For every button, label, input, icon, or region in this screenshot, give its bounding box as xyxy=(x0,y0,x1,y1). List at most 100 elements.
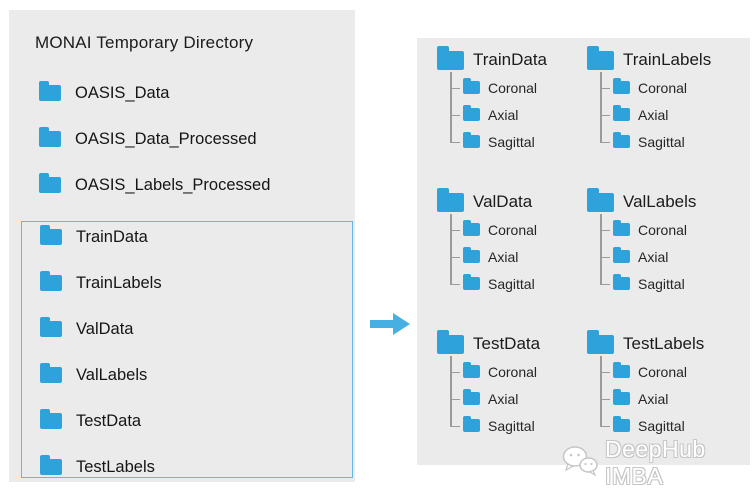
folder-icon xyxy=(40,225,62,245)
tree-child-label: Axial xyxy=(488,390,519,407)
tree-child-row: Coronal xyxy=(600,216,747,243)
temp-directory-panel: MONAI Temporary Directory OASIS_Data OAS… xyxy=(9,10,355,482)
tree-group-vallabels: ValLabels Coronal Axial Sagittal xyxy=(587,187,747,332)
folder-row-oasis-labels-processed: OASIS_Labels_Processed xyxy=(39,173,271,195)
tree-child-label: Sagittal xyxy=(488,275,535,292)
folder-label: TrainLabels xyxy=(76,273,162,292)
tree-group-traindata: TrainData Coronal Axial Sagittal xyxy=(437,45,587,190)
folder-row-vallabels: ValLabels xyxy=(40,363,162,385)
right-arrow-icon xyxy=(370,311,410,337)
folder-label: TestData xyxy=(76,411,142,430)
tree-group-trainlabels: TrainLabels Coronal Axial Sagittal xyxy=(587,45,747,190)
folder-icon xyxy=(463,389,480,405)
watermark: DeepHub IMBA xyxy=(562,436,756,490)
root-folder-list: OASIS_Data OASIS_Data_Processed OASIS_La… xyxy=(39,81,271,195)
folder-icon xyxy=(39,127,61,147)
folder-row-valdata: ValData xyxy=(40,317,162,339)
tree-child-label: Coronal xyxy=(488,79,538,96)
tree-parent-row: TestData xyxy=(437,329,587,356)
folder-icon xyxy=(40,317,62,337)
highlighted-folders-box: TrainData TrainLabels ValData ValLabels … xyxy=(21,221,353,478)
folder-icon xyxy=(613,274,630,290)
wechat-icon xyxy=(562,445,598,481)
folder-icon xyxy=(613,416,630,432)
tree-child-label: Sagittal xyxy=(488,417,535,434)
tree-child-row: Coronal xyxy=(450,358,587,385)
tree-child-row: Sagittal xyxy=(600,412,747,439)
tree-child-label: Sagittal xyxy=(638,133,685,150)
folder-icon xyxy=(437,187,464,212)
folder-icon xyxy=(40,363,62,383)
panel-title: MONAI Temporary Directory xyxy=(35,33,254,52)
tree-parent-row: ValData xyxy=(437,187,587,214)
folder-icon xyxy=(40,455,62,475)
tree-parent-row: TestLabels xyxy=(587,329,747,356)
expanded-structure-panel: TrainData Coronal Axial Sagittal xyxy=(417,38,750,465)
tree-child-row: Axial xyxy=(600,385,747,412)
tree-child-row: Axial xyxy=(600,243,747,270)
tree-parent-label: ValLabels xyxy=(623,192,697,211)
tree-child-row: Coronal xyxy=(450,74,587,101)
tree-group-valdata: ValData Coronal Axial Sagittal xyxy=(437,187,587,332)
folder-icon xyxy=(463,247,480,263)
folder-row-traindata: TrainData xyxy=(40,225,162,247)
folder-label: OASIS_Labels_Processed xyxy=(75,175,271,194)
tree-parent-row: ValLabels xyxy=(587,187,747,214)
tree-group-testlabels: TestLabels Coronal Axial Sagittal xyxy=(587,329,747,474)
tree-group-testdata: TestData Coronal Axial Sagittal xyxy=(437,329,587,474)
tree-child-label: Sagittal xyxy=(638,275,685,292)
tree-child-label: Axial xyxy=(488,248,519,265)
folder-icon xyxy=(463,78,480,94)
folder-icon xyxy=(39,81,61,101)
tree-child-row: Coronal xyxy=(600,358,747,385)
folder-icon xyxy=(437,45,464,70)
tree-parent-label: TrainLabels xyxy=(623,50,712,69)
tree-child-label: Axial xyxy=(638,248,669,265)
tree-child-label: Coronal xyxy=(488,221,538,238)
folder-label: TrainData xyxy=(76,227,148,246)
folder-icon xyxy=(587,45,614,70)
folder-icon xyxy=(613,105,630,121)
folder-label: ValData xyxy=(76,319,134,338)
tree-children: Coronal Axial Sagittal xyxy=(600,356,747,439)
folder-row-testdata: TestData xyxy=(40,409,162,431)
folder-row-oasis-data-processed: OASIS_Data_Processed xyxy=(39,127,270,149)
tree-child-row: Axial xyxy=(450,101,587,128)
folder-icon xyxy=(437,329,464,354)
watermark-text: DeepHub IMBA xyxy=(605,436,706,489)
tree-children: Coronal Axial Sagittal xyxy=(600,214,747,297)
folder-icon xyxy=(613,220,630,236)
tree-child-row: Sagittal xyxy=(600,270,747,297)
folder-icon xyxy=(613,247,630,263)
folder-icon xyxy=(463,132,480,148)
tree-child-row: Sagittal xyxy=(450,412,587,439)
folder-icon xyxy=(463,274,480,290)
tree-child-row: Axial xyxy=(450,243,587,270)
tree-parent-row: TrainLabels xyxy=(587,45,747,72)
folder-icon xyxy=(463,105,480,121)
tree-child-row: Coronal xyxy=(450,216,587,243)
tree-child-label: Axial xyxy=(638,390,669,407)
folder-icon xyxy=(39,173,61,193)
folder-label: OASIS_Data_Processed xyxy=(75,129,257,148)
folder-row-testlabels: TestLabels xyxy=(40,455,162,477)
folder-icon xyxy=(613,78,630,94)
folder-row-oasis-data: OASIS_Data xyxy=(39,81,270,103)
tree-parent-label: ValData xyxy=(473,192,533,211)
tree-parent-row: TrainData xyxy=(437,45,587,72)
tree-parent-label: TestLabels xyxy=(623,334,705,353)
tree-children: Coronal Axial Sagittal xyxy=(450,72,587,155)
folder-icon xyxy=(587,187,614,212)
tree-child-row: Coronal xyxy=(600,74,747,101)
folder-icon xyxy=(613,362,630,378)
tree-child-label: Coronal xyxy=(638,79,688,96)
selected-folder-list: TrainData TrainLabels ValData ValLabels … xyxy=(40,225,162,477)
tree-child-row: Sagittal xyxy=(450,128,587,155)
tree-children: Coronal Axial Sagittal xyxy=(450,356,587,439)
folder-icon xyxy=(613,389,630,405)
folder-icon xyxy=(613,132,630,148)
tree-child-label: Coronal xyxy=(638,363,688,380)
tree-child-label: Axial xyxy=(488,106,519,123)
tree-children: Coronal Axial Sagittal xyxy=(600,72,747,155)
folder-label: TestLabels xyxy=(76,457,155,476)
